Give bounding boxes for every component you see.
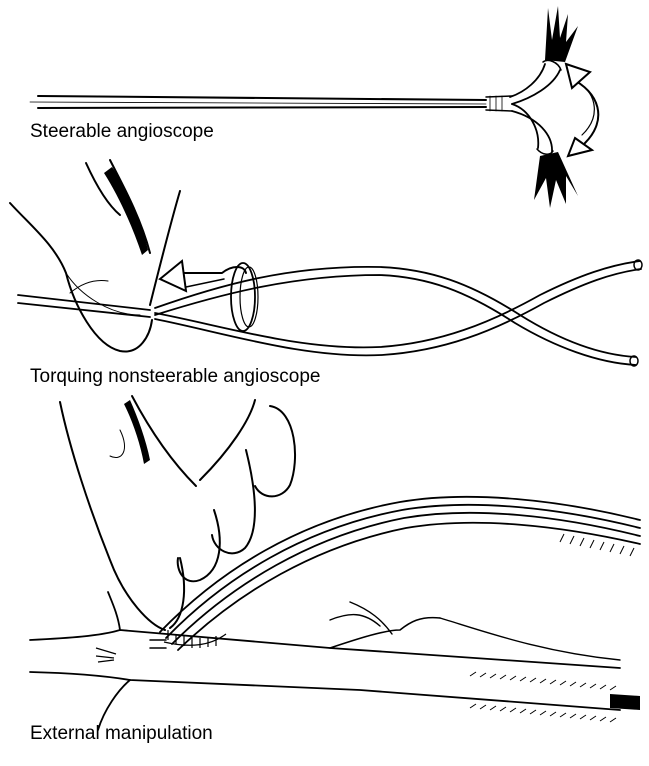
torque-arrowhead — [160, 261, 186, 291]
scope-position-b — [155, 261, 640, 347]
torquing-nonsteerable-illustration — [0, 155, 649, 395]
caption-torquing-nonsteerable-angioscope: Torquing nonsteerable angioscope — [30, 366, 321, 388]
external-manipulation-illustration — [0, 390, 649, 766]
finger-2 — [212, 450, 255, 553]
scope-position-a — [155, 267, 636, 357]
angioscope-shaft — [160, 497, 640, 632]
vessel-upper-wall — [30, 630, 620, 668]
hand-outline — [60, 402, 165, 630]
scope-shaft-center — [30, 102, 486, 104]
vessel-hatching — [470, 534, 634, 722]
light-beam-top — [545, 6, 578, 62]
scope-shaft — [18, 295, 150, 310]
sutures — [164, 630, 226, 648]
caption-external-manipulation: External manipulation — [30, 723, 213, 745]
deflected-tip-down — [512, 104, 538, 148]
finger-shading — [104, 167, 148, 255]
finger-3 — [178, 510, 220, 581]
finger-1 — [255, 406, 295, 496]
thumb-outline — [10, 203, 152, 352]
finger-shading — [124, 400, 150, 464]
panel-torquing-nonsteerable-angioscope: Torquing nonsteerable angioscope — [0, 155, 649, 395]
panel-external-manipulation: External manipulation — [0, 390, 649, 766]
scope-shaft-bottom — [38, 107, 486, 108]
scope-shaft-top — [38, 96, 486, 100]
caption-steerable-angioscope: Steerable angioscope — [30, 121, 214, 143]
